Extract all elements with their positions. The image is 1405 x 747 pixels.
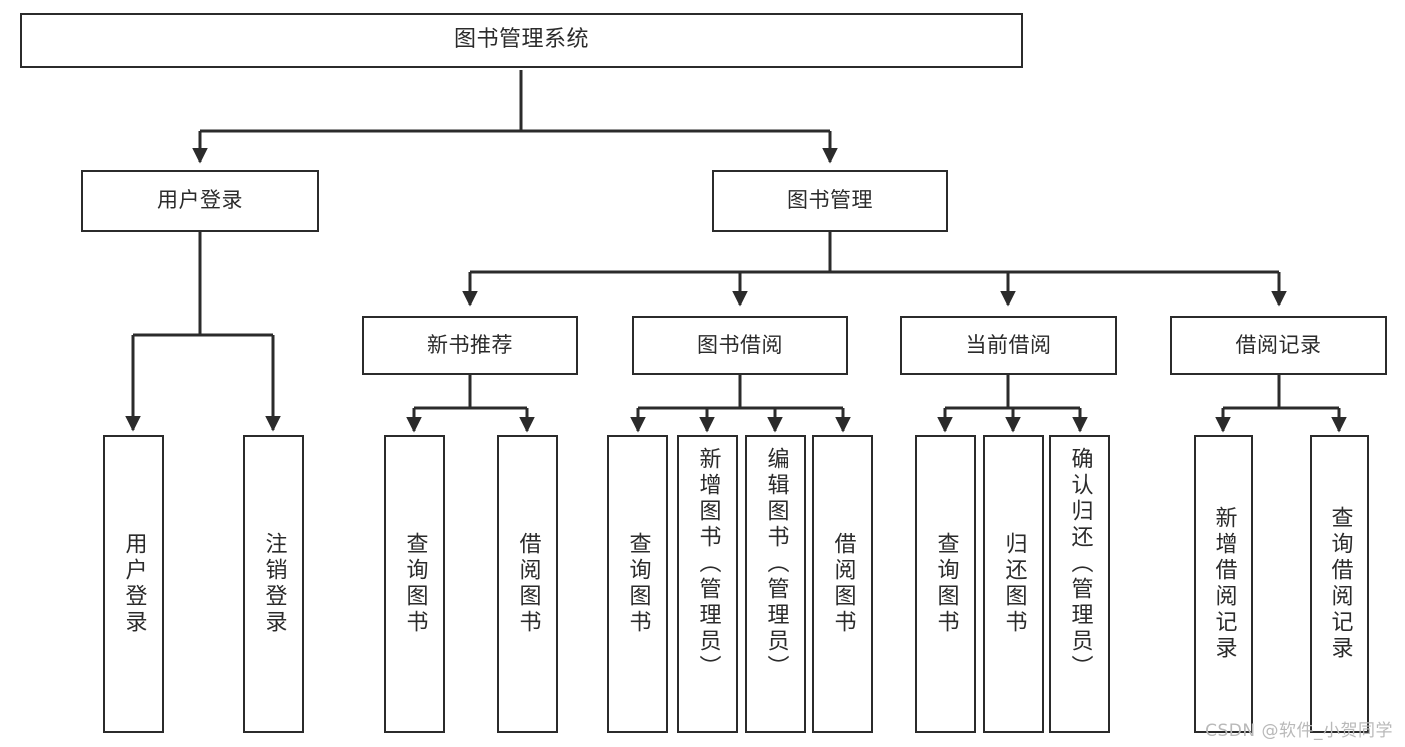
node-book-manage-label: 图书管理 — [787, 188, 873, 213]
node-leaf-edit-book-label: 编辑图书（管理员） — [763, 447, 789, 681]
node-borrow-record-label: 借阅记录 — [1235, 332, 1322, 357]
node-borrow-record[interactable]: 借阅记录 — [1170, 316, 1387, 375]
node-leaf-borrow-book-1[interactable]: 借阅图书 — [497, 435, 558, 733]
node-book-borrow[interactable]: 图书借阅 — [632, 316, 848, 375]
node-new-book-recommend-label: 新书推荐 — [427, 332, 513, 357]
node-leaf-borrow-book-2[interactable]: 借阅图书 — [812, 435, 873, 733]
node-leaf-user-logout-label: 注销登录 — [261, 532, 287, 636]
node-leaf-edit-book[interactable]: 编辑图书（管理员） — [745, 435, 806, 733]
node-leaf-confirm-return-label: 确认归还（管理员） — [1067, 447, 1093, 681]
node-leaf-borrow-book-1-label: 借阅图书 — [515, 532, 541, 636]
node-leaf-query-book-3[interactable]: 查询图书 — [915, 435, 976, 733]
node-leaf-user-logout[interactable]: 注销登录 — [243, 435, 304, 733]
node-leaf-return-book-label: 归还图书 — [1001, 532, 1027, 636]
node-leaf-query-book-2-label: 查询图书 — [625, 532, 651, 636]
node-book-borrow-label: 图书借阅 — [697, 332, 783, 357]
node-leaf-user-login-label: 用户登录 — [121, 532, 147, 636]
node-user-login-label: 用户登录 — [157, 188, 243, 213]
node-leaf-user-login[interactable]: 用户登录 — [103, 435, 164, 733]
node-leaf-query-book-3-label: 查询图书 — [933, 532, 959, 636]
node-leaf-query-record-label: 查询借阅记录 — [1327, 506, 1353, 662]
node-new-book-recommend[interactable]: 新书推荐 — [362, 316, 578, 375]
node-current-borrow-label: 当前借阅 — [965, 332, 1052, 357]
node-leaf-borrow-book-2-label: 借阅图书 — [830, 532, 856, 636]
node-root[interactable]: 图书管理系统 — [20, 13, 1023, 68]
node-leaf-add-record[interactable]: 新增借阅记录 — [1194, 435, 1253, 733]
node-leaf-query-book-2[interactable]: 查询图书 — [607, 435, 668, 733]
node-leaf-query-book-1-label: 查询图书 — [402, 532, 428, 636]
node-leaf-add-record-label: 新增借阅记录 — [1211, 506, 1237, 662]
watermark-text: CSDN @软件_小贺同学 — [1205, 721, 1393, 741]
node-leaf-query-book-1[interactable]: 查询图书 — [384, 435, 445, 733]
node-leaf-query-record[interactable]: 查询借阅记录 — [1310, 435, 1369, 733]
node-book-manage[interactable]: 图书管理 — [712, 170, 948, 232]
node-leaf-add-book-label: 新增图书（管理员） — [695, 447, 721, 681]
node-leaf-confirm-return[interactable]: 确认归还（管理员） — [1049, 435, 1110, 733]
node-user-login[interactable]: 用户登录 — [81, 170, 319, 232]
node-leaf-add-book[interactable]: 新增图书（管理员） — [677, 435, 738, 733]
node-leaf-return-book[interactable]: 归还图书 — [983, 435, 1044, 733]
node-root-label: 图书管理系统 — [453, 27, 589, 53]
node-current-borrow[interactable]: 当前借阅 — [900, 316, 1117, 375]
